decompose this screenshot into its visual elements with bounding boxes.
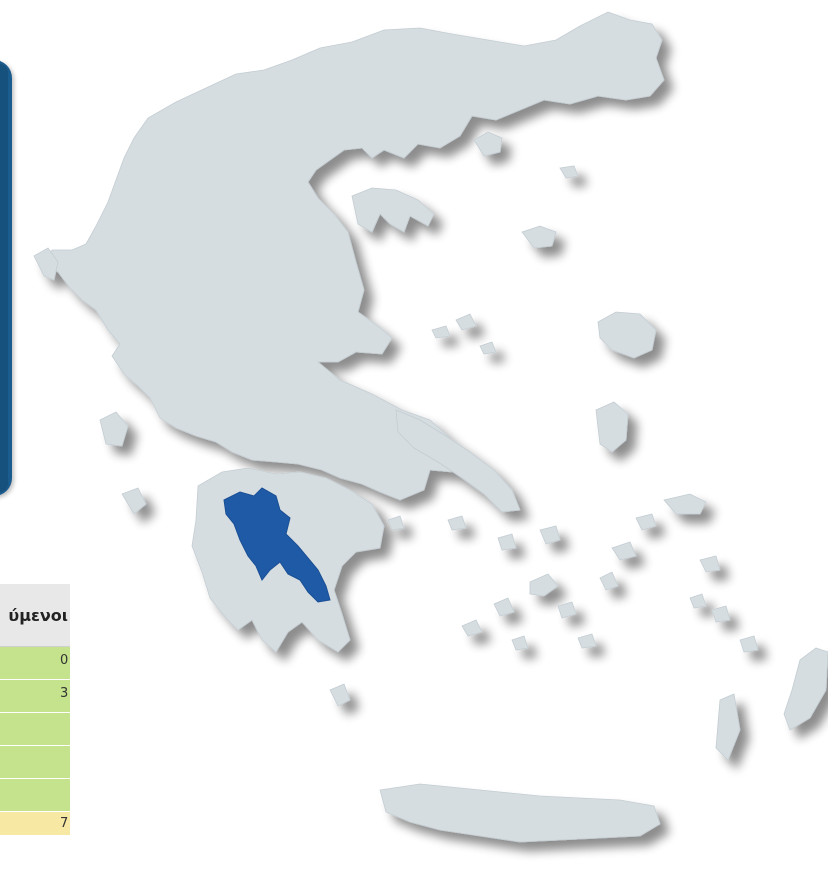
- crete: [379, 783, 661, 843]
- lemnos: [521, 225, 557, 249]
- samos: [663, 493, 707, 515]
- table-row: [0, 746, 70, 779]
- mainland-greece: [43, 11, 665, 501]
- zakynthos: [121, 487, 147, 515]
- rhodes: [783, 647, 828, 731]
- table-header-label: ύμενοι: [8, 606, 68, 625]
- corfu: [33, 247, 59, 281]
- table-row: 3: [0, 680, 70, 713]
- table-row: [0, 713, 70, 746]
- kefalonia: [99, 411, 129, 447]
- table-header: ύμενοι: [0, 584, 70, 647]
- table-row: 0: [0, 647, 70, 680]
- results-table: ύμενοι 0 3 7: [0, 584, 70, 836]
- kythira: [329, 683, 351, 707]
- thasos: [473, 131, 503, 157]
- saronic-islands: [387, 515, 405, 531]
- table-cell-value: 7: [60, 816, 69, 831]
- table-cell-value: 0: [60, 653, 69, 668]
- table-row: [0, 779, 70, 812]
- dodecanese: [689, 555, 759, 761]
- highlighted-region-arkadia[interactable]: [223, 487, 331, 603]
- euboea: [395, 409, 521, 513]
- cyclades: [447, 513, 657, 651]
- chalkidiki: [351, 187, 435, 233]
- side-info-panel: [0, 60, 12, 496]
- table-cell-value: 3: [60, 686, 69, 701]
- chios: [595, 401, 629, 453]
- table-row: 7: [0, 812, 70, 836]
- lesbos: [597, 311, 657, 359]
- side-info-panel-edge: [0, 64, 8, 492]
- samothrace: [559, 165, 579, 179]
- sporades: [431, 313, 497, 355]
